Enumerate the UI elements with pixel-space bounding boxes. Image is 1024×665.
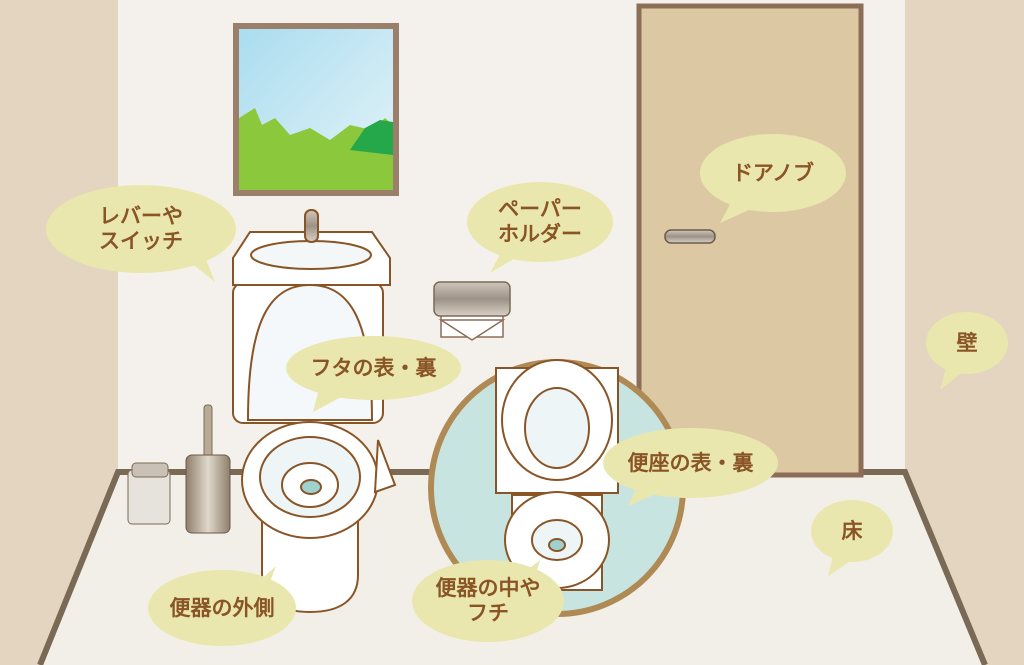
label-line: ペーパー xyxy=(498,197,582,221)
label-line: 壁 xyxy=(956,330,978,355)
label-lever-switch: レバーや スイッチ xyxy=(46,185,236,273)
label-line: ドアノブ xyxy=(731,160,815,185)
label-line: ホルダー xyxy=(498,222,582,246)
label-line: 便器の中や xyxy=(435,576,541,600)
label-wall: 壁 xyxy=(926,312,1008,374)
door xyxy=(636,3,864,478)
label-line: スイッチ xyxy=(99,229,183,253)
label-line: 床 xyxy=(841,518,863,543)
window xyxy=(233,23,399,196)
sanitary-bin xyxy=(127,462,171,525)
label-doorknob: ドアノブ xyxy=(700,134,846,212)
paper-holder xyxy=(433,281,511,341)
label-lid: フタの表・裏 xyxy=(286,336,461,400)
label-line: 便座の表・裏 xyxy=(627,450,754,475)
label-line: 便器の外側 xyxy=(169,595,275,620)
label-line: フチ xyxy=(467,601,509,625)
label-line: フタの表・裏 xyxy=(310,355,437,380)
label-toilet-outside: 便器の外側 xyxy=(148,570,296,646)
toilet-brush xyxy=(185,404,231,534)
label-paper-holder: ペーパー ホルダー xyxy=(467,182,613,262)
label-seat: 便座の表・裏 xyxy=(603,428,778,498)
label-line: レバーや xyxy=(99,204,183,228)
doorknob xyxy=(664,229,716,244)
label-toilet-inside-rim: 便器の中や フチ xyxy=(412,560,564,642)
label-floor: 床 xyxy=(811,500,893,562)
